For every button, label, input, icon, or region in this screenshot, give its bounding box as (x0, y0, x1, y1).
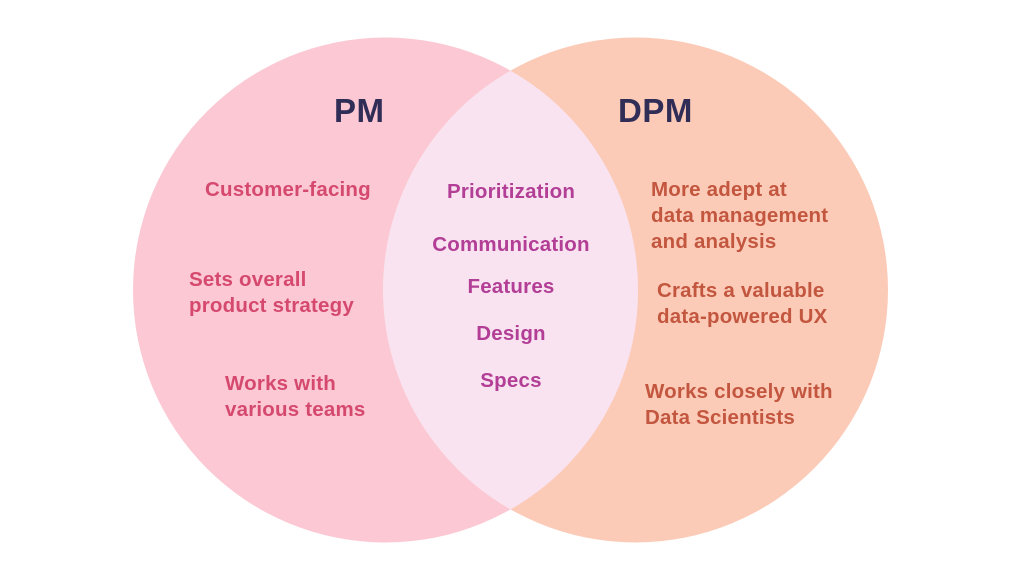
dpm-item-data-powered-ux: Crafts a valuable data-powered UX (657, 279, 828, 328)
pm-item-various-teams: Works with various teams (225, 372, 366, 421)
shared-item-prioritization: Prioritization (446, 180, 576, 203)
dpm-title: DPM (618, 92, 693, 129)
dpm-item-data-scientists: Works closely with Data Scientists (645, 380, 833, 429)
pm-item-product-strategy: Sets overall product strategy (189, 268, 354, 317)
shared-item-features: Features (467, 275, 555, 298)
dpm-item-data-management: More adept at data management and analys… (651, 178, 829, 253)
pm-title: PM (334, 92, 385, 129)
intersection-lens (382, 70, 639, 510)
pm-item-customer-facing: Customer-facing (205, 178, 371, 201)
shared-item-design: Design (476, 322, 546, 345)
shared-item-communication: Communication (432, 233, 590, 256)
shared-item-specs: Specs (480, 369, 542, 392)
